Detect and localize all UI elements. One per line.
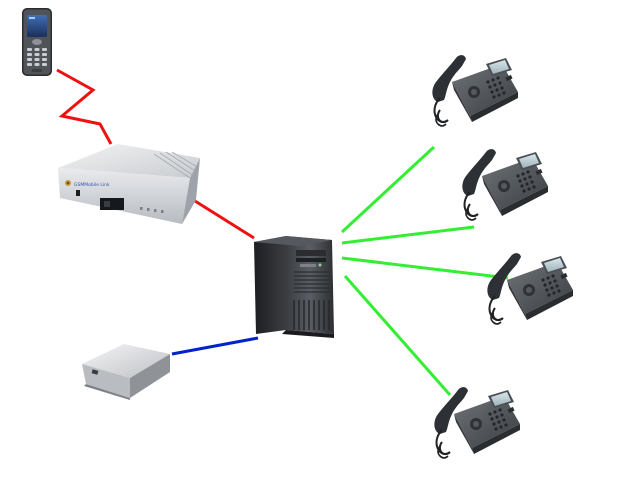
desk-phone-icon <box>433 386 521 459</box>
connection-lines <box>56 68 509 396</box>
desk-phone-icon <box>431 54 519 127</box>
link-server-to-phone-4 <box>343 275 452 396</box>
link-gateway-to-server <box>186 194 255 240</box>
usb-adapter-box-icon <box>82 344 170 400</box>
link-server-to-phone-3 <box>341 256 509 280</box>
link-mobile-to-gateway <box>56 68 113 145</box>
desk-phone-icon <box>486 252 574 325</box>
server-tower-icon <box>254 236 334 338</box>
desk-phone-icon <box>461 148 549 221</box>
gsm-gateway-icon: GSMMobile Link <box>58 144 200 224</box>
link-server-to-phone-1 <box>340 145 436 234</box>
mobile-phone-icon <box>22 8 52 76</box>
link-server-to-phone-2 <box>341 225 475 245</box>
gateway-brand-label: GSMMobile Link <box>74 182 110 188</box>
link-usb-to-server <box>171 336 259 356</box>
